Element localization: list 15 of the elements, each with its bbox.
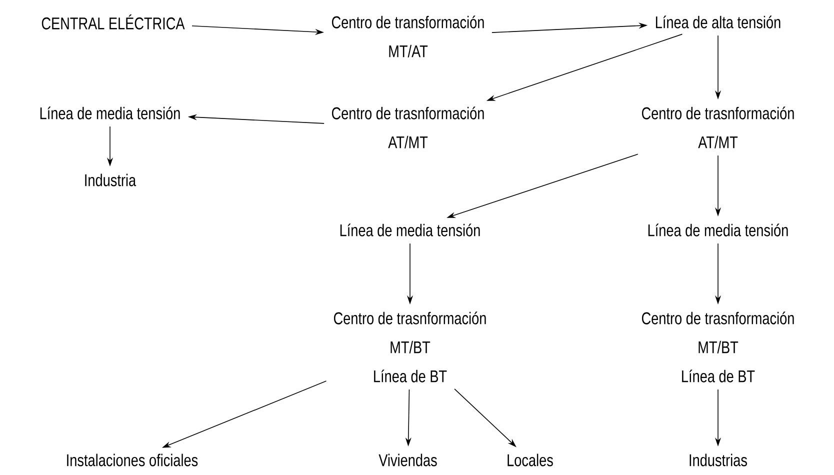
node-label: Línea de media tensión xyxy=(40,106,180,120)
node-label: Centro de trasnformación AT/MT xyxy=(642,106,794,148)
node-label: Instalaciones oficiales xyxy=(67,454,198,466)
node-label: Industrias xyxy=(690,454,747,466)
node-label: Industria xyxy=(85,174,136,186)
node-label: Línea de alta tensión xyxy=(656,16,780,28)
node-label: CENTRAL ELÉCTRICA xyxy=(42,14,185,30)
node-label: Locales xyxy=(508,454,553,466)
node-label: Línea de media tensión xyxy=(648,224,788,236)
node-label: Viviendas xyxy=(378,454,437,466)
node-label: Centro de transformación MT/AT xyxy=(332,16,484,58)
node-label: Centro de trasnformación MT/BT Línea de BT xyxy=(642,312,794,382)
node-label: Centro de trasnformación MT/BT Línea de BT xyxy=(334,312,486,382)
node-label: Centro de trasnformación AT/MT xyxy=(332,106,484,148)
node-label: Línea de media tensión xyxy=(340,224,480,236)
